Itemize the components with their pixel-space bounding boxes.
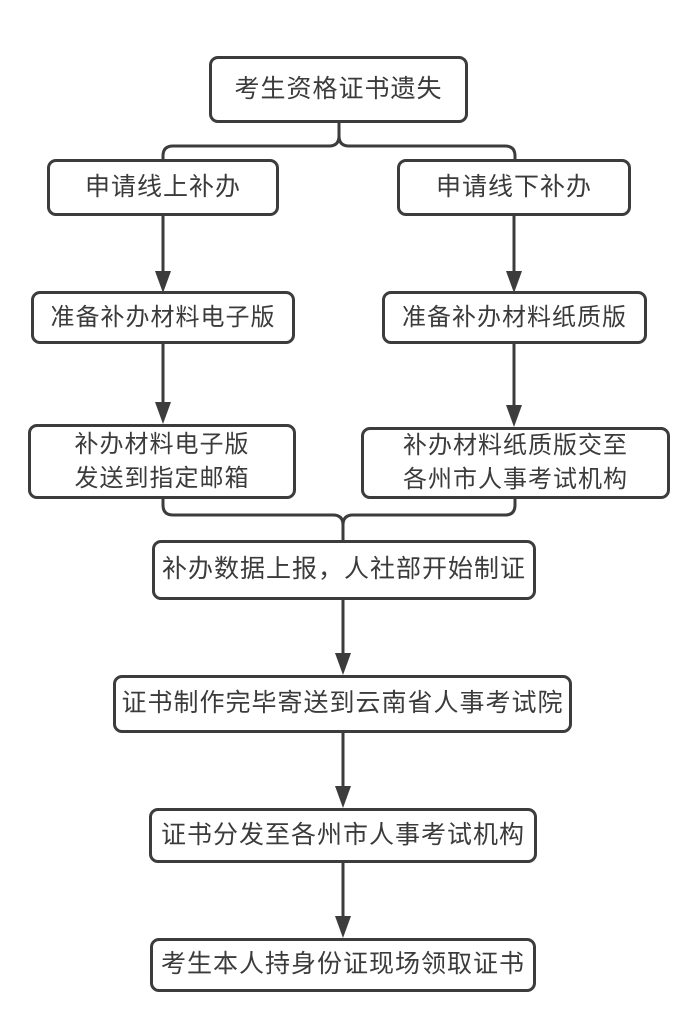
flow-node-submit-paper: 补办材料纸质版交至 各州市人事考试机构 xyxy=(361,427,670,499)
flow-node-cert-distributed: 证书分发至各州市人事考试机构 xyxy=(149,808,537,863)
arrow-report-to-made-head xyxy=(335,653,351,675)
flow-node-prep-paper: 准备补办材料纸质版 xyxy=(382,291,647,344)
arrow-prep-to-submit-head xyxy=(506,405,522,427)
arrow-distributed-to-collect-head xyxy=(335,916,351,938)
merge-brace-connector xyxy=(161,499,517,540)
flow-node-prep-electronic: 准备补办材料电子版 xyxy=(31,291,295,344)
arrow-online-to-prep-head xyxy=(155,271,171,293)
flow-node-report-data: 补办数据上报，人社部开始制证 xyxy=(152,540,536,600)
flow-node-send-email: 补办材料电子版 发送到指定邮箱 xyxy=(28,424,296,499)
flow-node-cert-made: 证书制作完毕寄送到云南省人事考试院 xyxy=(113,675,572,733)
flow-node-apply-online: 申请线上补办 xyxy=(47,159,279,216)
flow-node-start: 考生资格证书遗失 xyxy=(209,56,468,123)
flow-node-collect-cert: 考生本人持身份证现场领取证书 xyxy=(150,938,536,992)
arrow-offline-to-prep-head xyxy=(506,271,522,293)
arrow-made-to-distributed-head xyxy=(335,786,351,808)
arrow-prep-to-email-head xyxy=(155,402,171,424)
flow-node-apply-offline: 申请线下补办 xyxy=(397,159,631,216)
split-brace-connector xyxy=(161,123,517,159)
